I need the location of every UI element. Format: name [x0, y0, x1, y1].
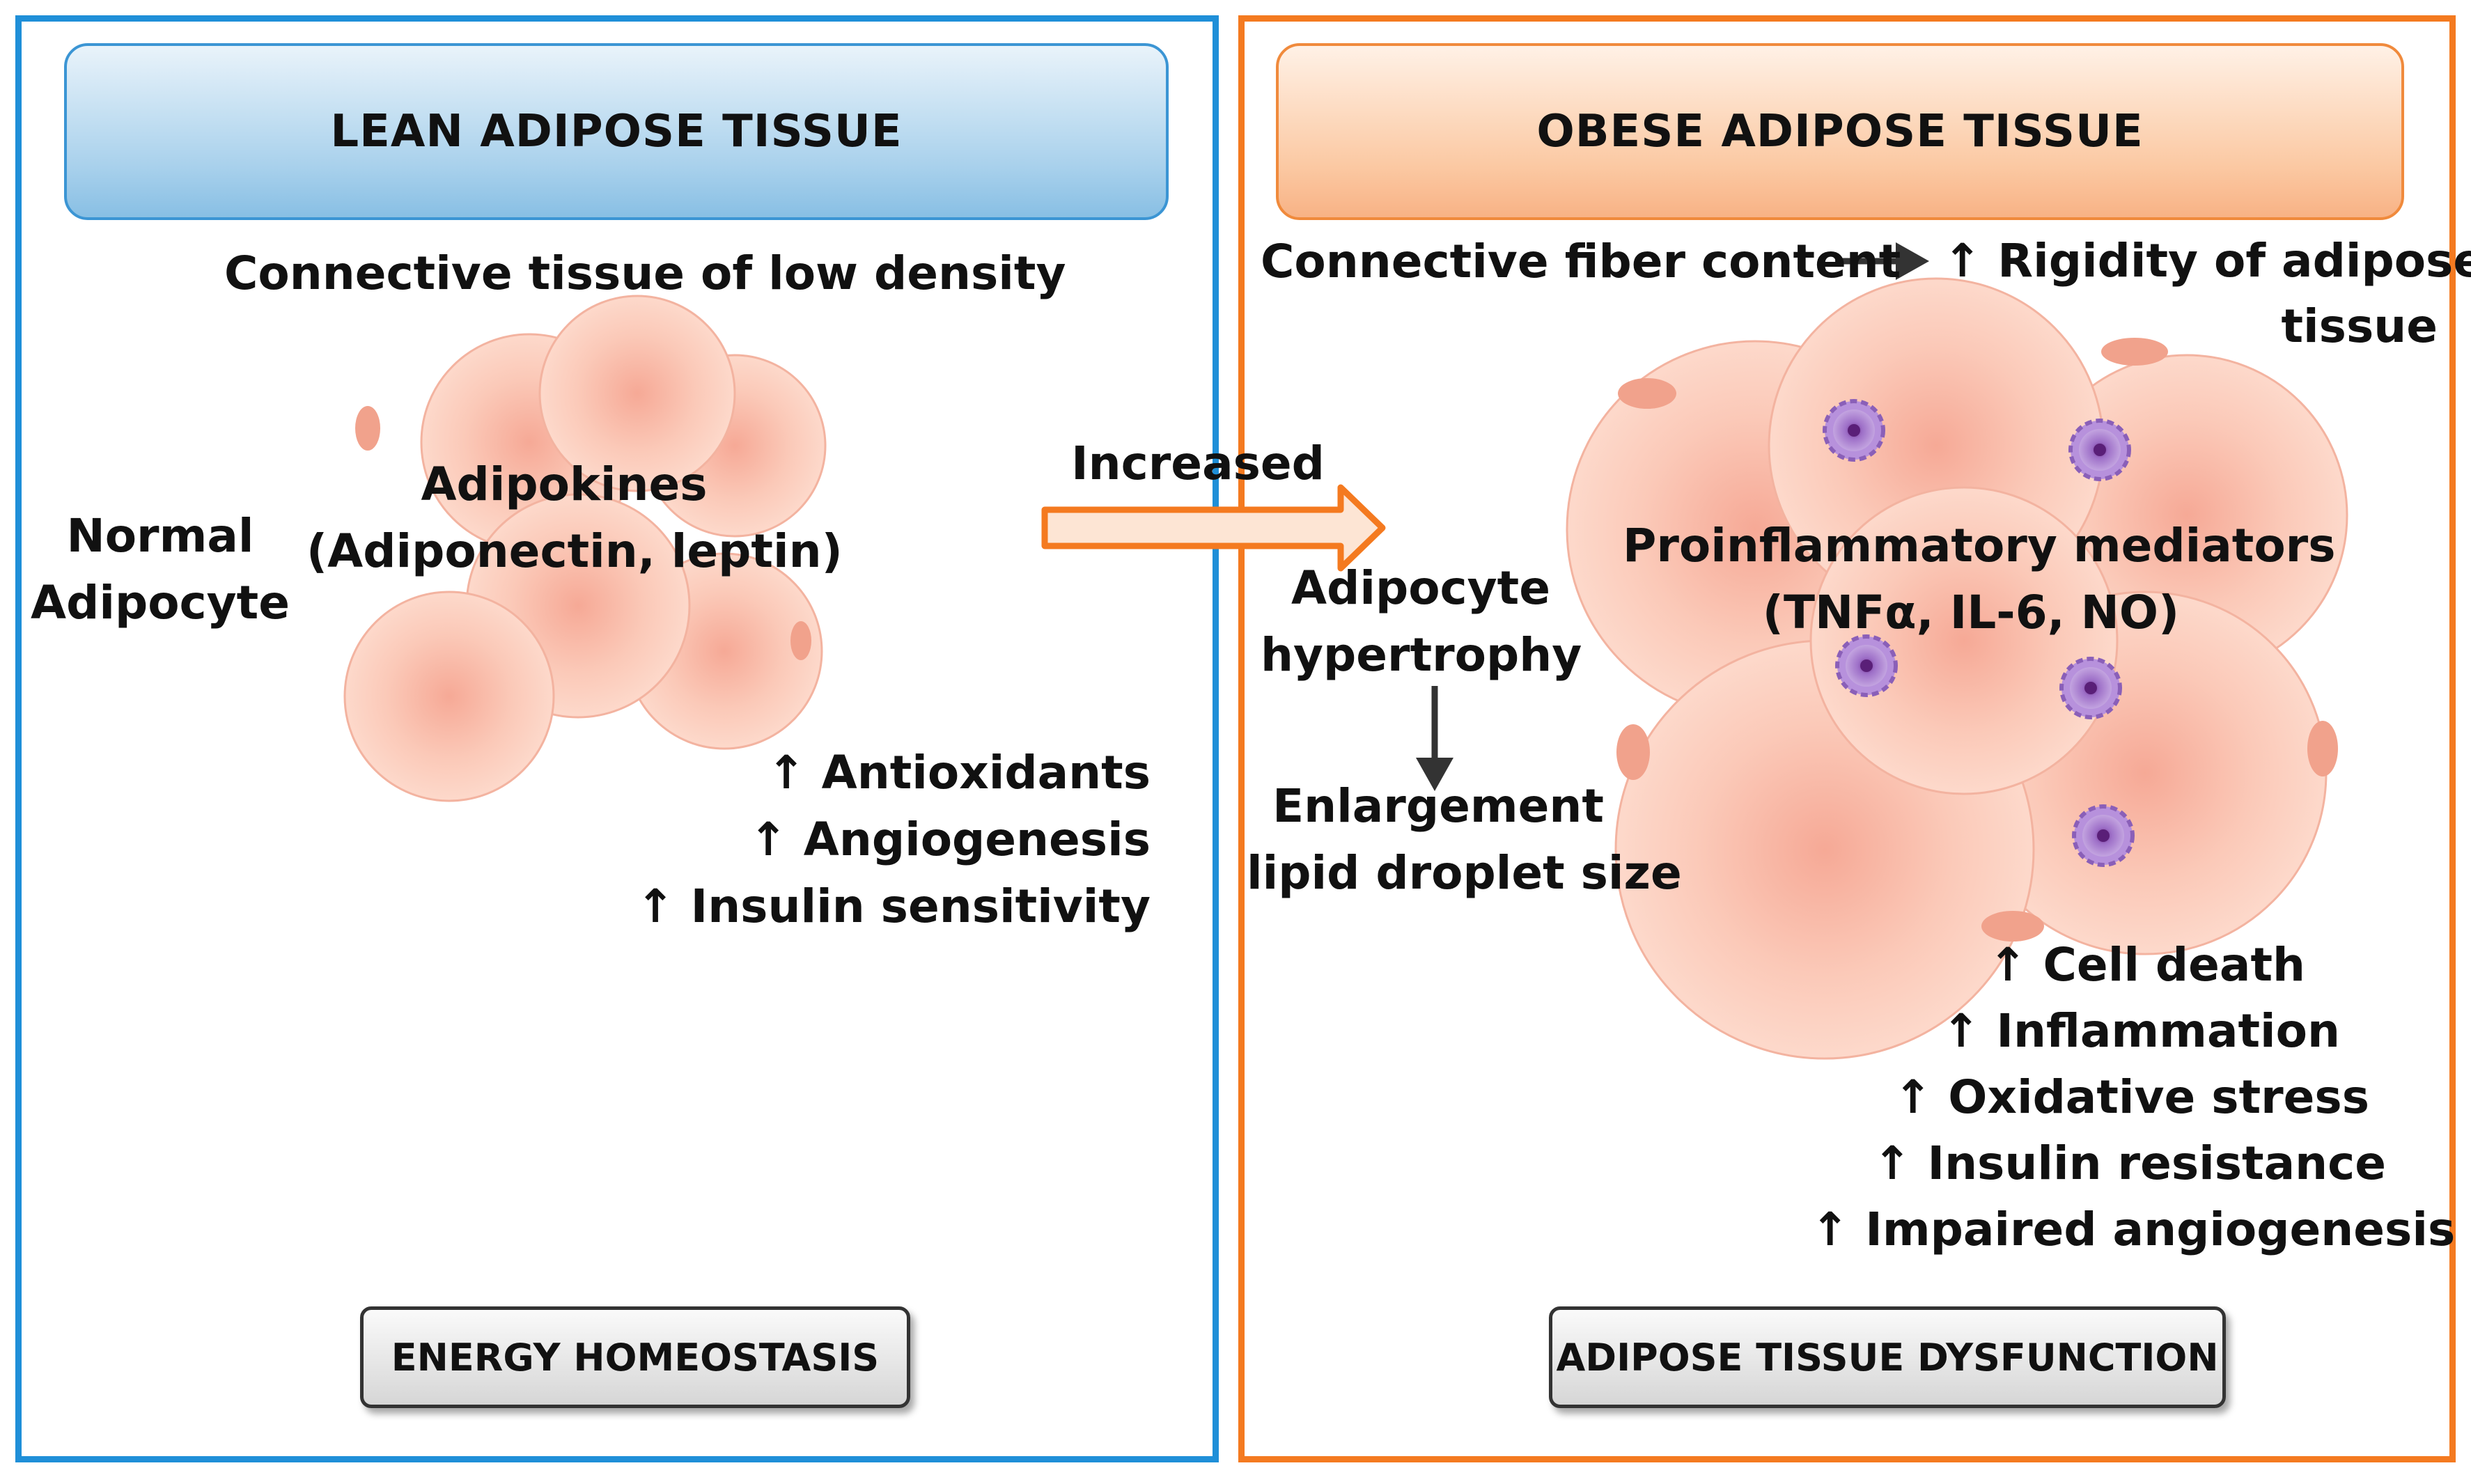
lean-effect-angiogenesis: ↑ Angiogenesis: [749, 813, 1151, 866]
obese-effect-cell-death: ↑ Cell death: [1988, 938, 2305, 992]
rigidity-line1: ↑ Rigidity of adipose: [1943, 234, 2471, 288]
lean-header-text: LEAN ADIPOSE TISSUE: [330, 106, 903, 157]
obese-effects-list: ↑ Cell death ↑ Inflammation ↑ Oxidative …: [1811, 932, 2456, 1263]
lean-footer-text: ENERGY HOMEOSTASIS: [391, 1335, 880, 1380]
obese-header-text: OBESE ADIPOSE TISSUE: [1536, 106, 2144, 157]
energy-homeostasis-box: ENERGY HOMEOSTASIS: [360, 1306, 910, 1408]
normal-adipocyte-line2: Adipocyte: [31, 576, 290, 630]
lean-tissue-header: LEAN ADIPOSE TISSUE: [64, 43, 1169, 220]
obese-adipocyte-cluster: [1566, 277, 2348, 1060]
connective-fiber-label: Connective fiber content: [1261, 235, 1901, 288]
obese-effect-insulin-resistance: ↑ Insulin resistance: [1873, 1137, 2386, 1190]
obese-effect-impaired-angiogenesis: ↑ Impaired angiogenesis: [1811, 1203, 2456, 1256]
enlargement-label: Enlargement lipid droplet size: [1247, 773, 1682, 907]
normal-adipocyte-line1: Normal: [66, 509, 254, 563]
increased-arrow: [1041, 484, 1386, 572]
lean-adipocyte-cluster: [343, 295, 827, 802]
adipokines-line1: Adipokines: [421, 458, 708, 511]
adipokines-line2: (Adiponectin, leptin): [306, 524, 843, 578]
normal-adipocyte-label: Normal Adipocyte: [28, 503, 293, 636]
hypertrophy-line1: Adipocyte: [1291, 561, 1550, 615]
mediators-line2: (TNFα, IL-6, NO): [1762, 586, 2180, 639]
immune-cell-3: [1835, 634, 1898, 697]
rigidity-label: ↑ Rigidity of adipose tissue: [1943, 228, 2471, 359]
lean-subtitle: Connective tissue of low density: [224, 247, 1066, 300]
obese-effect-oxidative-stress: ↑ Oxidative stress: [1893, 1070, 2369, 1124]
adipose-dysfunction-box: ADIPOSE TISSUE DYSFUNCTION: [1549, 1306, 2226, 1408]
lean-effects-list: ↑ Antioxidants ↑ Angiogenesis ↑ Insulin …: [627, 740, 1151, 940]
increased-label: Increased: [1071, 437, 1325, 490]
adipokines-label: Adipokines (Adiponectin, leptin): [306, 451, 843, 585]
obese-tissue-panel: [1238, 15, 2456, 1462]
hypertrophy-to-enlargement-arrow: [1416, 686, 1453, 791]
enlargement-line1: Enlargement: [1272, 779, 1604, 833]
proinflammatory-mediators-label: Proinflammatory mediators (TNFα, IL-6, N…: [1623, 513, 2336, 646]
obese-footer-text: ADIPOSE TISSUE DYSFUNCTION: [1556, 1335, 2219, 1380]
immune-cell-1: [1823, 399, 1885, 462]
lean-tissue-panel: [15, 15, 1219, 1462]
immune-cell-2: [2068, 419, 2131, 481]
rigidity-line2: tissue: [2281, 299, 2438, 353]
mediators-line1: Proinflammatory mediators: [1623, 519, 2336, 572]
obese-tissue-header: OBESE ADIPOSE TISSUE: [1276, 43, 2404, 220]
hypertrophy-label: Adipocyte hypertrophy: [1261, 555, 1582, 689]
immune-cell-5: [2072, 804, 2135, 867]
lean-effect-insulin-sensitivity: ↑ Insulin sensitivity: [636, 880, 1151, 933]
hypertrophy-line2: hypertrophy: [1261, 628, 1582, 682]
enlargement-line2: lipid droplet size: [1247, 846, 1682, 900]
obese-effect-inflammation: ↑ Inflammation: [1942, 1004, 2340, 1058]
immune-cell-4: [2059, 657, 2122, 719]
fiber-to-rigidity-arrow: [1835, 242, 1929, 280]
lean-effect-antioxidants: ↑ Antioxidants: [767, 746, 1151, 799]
